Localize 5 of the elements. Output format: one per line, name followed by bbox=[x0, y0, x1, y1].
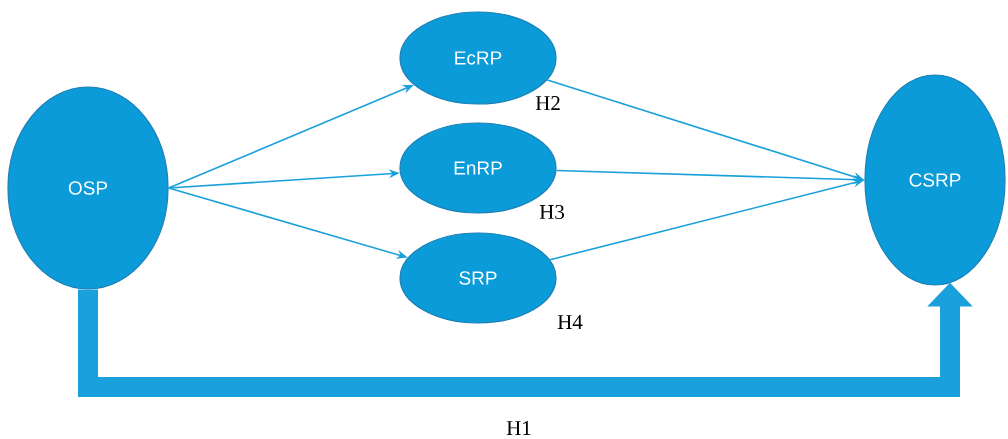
ellipse-node: OSP bbox=[7, 86, 169, 290]
edge-label: H1 bbox=[506, 421, 531, 435]
ellipse-node: CSRP bbox=[864, 74, 1006, 286]
ellipse-node: SRP bbox=[399, 232, 557, 324]
hypothesis-label: H4 bbox=[557, 315, 583, 329]
